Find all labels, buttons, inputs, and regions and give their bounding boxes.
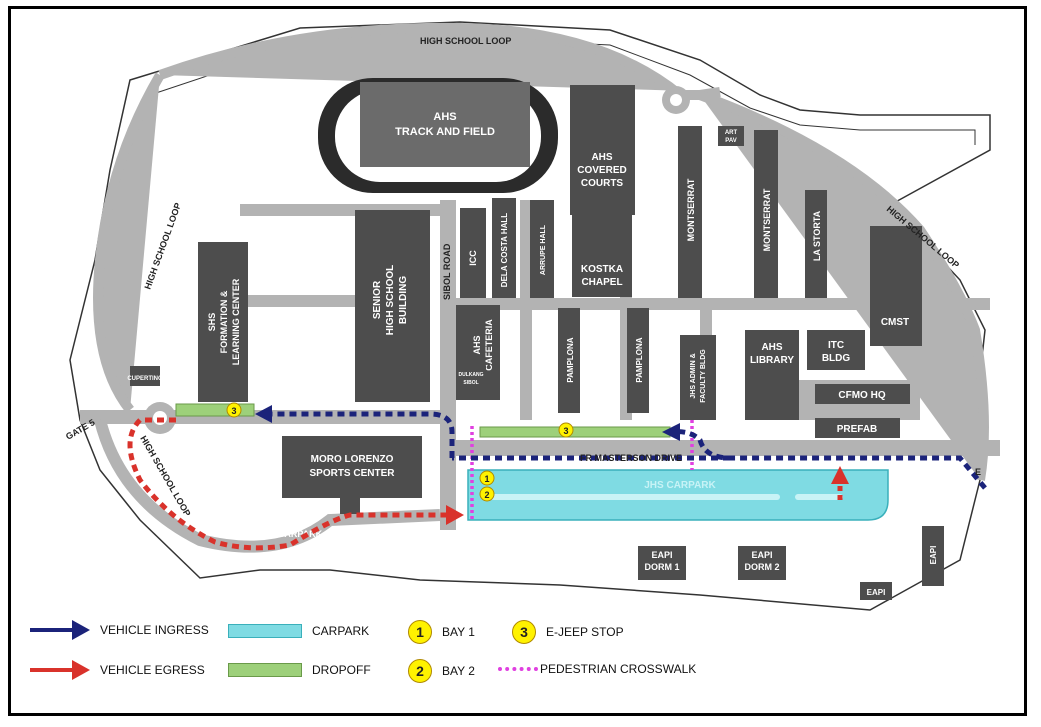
legend-bay-1: 1 BAY 1	[408, 620, 475, 644]
ejeep-stop-right-num: 3	[563, 426, 568, 436]
legend-ejeep-marker: 3	[512, 620, 536, 644]
la-storta-label: LA STORTA	[812, 210, 822, 261]
dela-costa-label: DELA COSTA HALL	[500, 213, 509, 287]
legend-dropoff-label: DROPOFF	[312, 663, 371, 677]
legend-bay-2-marker: 2	[408, 659, 432, 683]
covered-courts-label-2: COVERED	[577, 165, 626, 176]
library-label-1: AHS	[761, 342, 782, 353]
cmst-label: CMST	[881, 317, 909, 328]
legend-bay-2-label: BAY 2	[442, 664, 475, 678]
legend-crosswalk-line	[498, 667, 538, 671]
library-label-2: LIBRARY	[750, 355, 794, 366]
cafeteria-label-1: AHS	[472, 335, 482, 354]
legend-dropoff-swatch	[228, 663, 302, 677]
ejeep-stop-left-num: 3	[231, 406, 236, 416]
ingress-route	[265, 411, 987, 490]
legend: VEHICLE INGRESS VEHICLE EGRESS CARPARK D…	[30, 612, 1010, 702]
dorm2-label-1: EAPI	[751, 550, 772, 560]
track-label-2: TRACK AND FIELD	[395, 126, 495, 138]
itc-label-2: BLDG	[822, 353, 851, 364]
cafeteria-label-2: CAFETERIA	[484, 319, 494, 371]
legend-carpark: CARPARK	[228, 624, 369, 638]
eapi-b-label: EAPI	[867, 588, 886, 597]
dulkang-label-1: DULKANG	[459, 372, 484, 378]
legend-egress: VEHICLE EGRESS	[30, 660, 205, 680]
legend-crosswalk: PEDESTRIAN CROSSWALK	[498, 662, 696, 676]
shs-label-2: FORMATION &	[219, 290, 229, 353]
legend-ejeep: 3 E-JEEP STOP	[512, 620, 624, 644]
legend-egress-label: VEHICLE EGRESS	[100, 663, 205, 677]
pamplona-1-label: PAMPLONA	[566, 337, 575, 382]
art-pav-label-2: PAV	[725, 138, 736, 144]
dorm2-label-2: DORM 2	[744, 562, 779, 572]
prefab-label: PREFAB	[837, 424, 878, 435]
loop-top-label: HIGH SCHOOL LOOP	[420, 36, 511, 46]
dulkang-label-2: SIBOL	[463, 380, 478, 386]
jhs-carpark: JHS CARPARK	[467, 469, 889, 521]
track-and-field: AHS TRACK AND FIELD	[318, 78, 558, 193]
egress-arrow-head-up	[831, 466, 849, 484]
jhs-admin-label-1: JHS ADMIN &	[690, 353, 697, 398]
moro-label-2: SPORTS CENTER	[309, 468, 395, 479]
senior-label-2: HIGH SCHOOL	[385, 265, 396, 336]
jhs-carpark-label: JHS CARPARK	[644, 480, 716, 491]
dorm1-label-2: DORM 1	[644, 562, 679, 572]
icc-label: ICC	[468, 250, 478, 266]
legend-ingress: VEHICLE INGRESS	[30, 620, 209, 640]
pamplona-2-label: PAMPLONA	[635, 337, 644, 382]
shs-label-1: SHS	[207, 313, 217, 332]
legend-ingress-label: VEHICLE INGRESS	[100, 623, 209, 637]
dropoff-zone-right	[479, 426, 671, 438]
mlsc-label-1: MLSC	[283, 517, 309, 527]
art-pav-label-1: ART	[725, 130, 738, 136]
montserrat-2-label: MONTSERRAT	[762, 188, 772, 251]
covered-courts-label-1: AHS	[591, 152, 612, 163]
ingress-arrow-head-right	[662, 423, 680, 441]
covered-courts-label-3: COURTS	[581, 178, 624, 189]
masterson-label: FR MASTERSON DRIVE	[580, 453, 682, 463]
ingress-arrow-head-left	[255, 405, 272, 423]
dorm1-label-1: EAPI	[651, 550, 672, 560]
jhs-admin-label-2: FACULTY BLDG	[700, 349, 707, 403]
egress-arrow-head	[446, 505, 464, 525]
senior-label-1: SENIOR	[372, 280, 383, 319]
buildings: AHS COVERED COURTS KOSTKA CHAPEL ART PAV…	[127, 85, 944, 600]
eapi-a-label: EAPI	[929, 546, 938, 565]
moro-label-1: MORO LORENZO	[311, 454, 394, 465]
e-label: E	[975, 467, 981, 477]
itc-label-1: ITC	[828, 340, 844, 351]
track-label-1: AHS	[433, 111, 456, 123]
legend-egress-arrow	[30, 660, 90, 680]
legend-ingress-arrow	[30, 620, 90, 640]
kostka-label-2: CHAPEL	[581, 277, 622, 288]
cupertino-label: CUPERTINO	[127, 376, 163, 382]
egress-route	[127, 417, 448, 551]
sibol-road-label: SIBOL ROAD	[442, 243, 452, 300]
kostka-label-1: KOSTKA	[581, 264, 623, 275]
bay-1-num: 1	[484, 474, 489, 484]
legend-bay-2: 2 BAY 2	[408, 659, 475, 683]
legend-dropoff: DROPOFF	[228, 663, 371, 677]
arrupe-label: ARRUPE HALL	[540, 224, 547, 275]
montserrat-1-label: MONTSERRAT	[686, 178, 696, 241]
pedestrian-crosswalks	[470, 420, 694, 522]
legend-bay-1-label: BAY 1	[442, 625, 475, 639]
legend-carpark-swatch	[228, 624, 302, 638]
dropoff-zone-left	[175, 403, 255, 417]
markers: 3 3 1 2	[226, 402, 574, 502]
mlsc-label-2: CARPARK	[278, 529, 323, 539]
shs-label-3: LEARNING CENTER	[231, 278, 241, 365]
cfmo-label: CFMO HQ	[838, 390, 885, 401]
legend-bay-1-marker: 1	[408, 620, 432, 644]
bay-2-num: 2	[484, 490, 489, 500]
legend-crosswalk-label: PEDESTRIAN CROSSWALK	[540, 662, 697, 676]
senior-label-3: BUILDING	[398, 276, 409, 325]
legend-carpark-label: CARPARK	[312, 624, 370, 638]
legend-ejeep-label: E-JEEP STOP	[546, 625, 624, 639]
